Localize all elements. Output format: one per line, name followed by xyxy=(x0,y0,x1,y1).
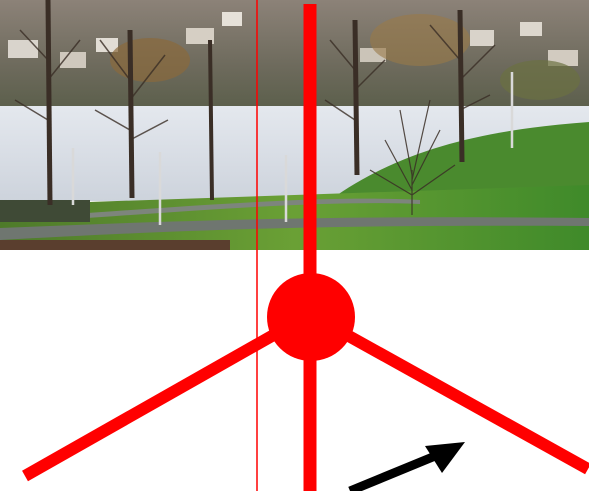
direction-arrow xyxy=(350,442,465,491)
center-dot xyxy=(267,273,355,361)
shrubs xyxy=(0,240,230,250)
shore-rocks xyxy=(0,200,90,222)
background-photo xyxy=(0,0,589,250)
left-diagonal-line xyxy=(25,320,300,476)
hillside xyxy=(0,0,589,112)
